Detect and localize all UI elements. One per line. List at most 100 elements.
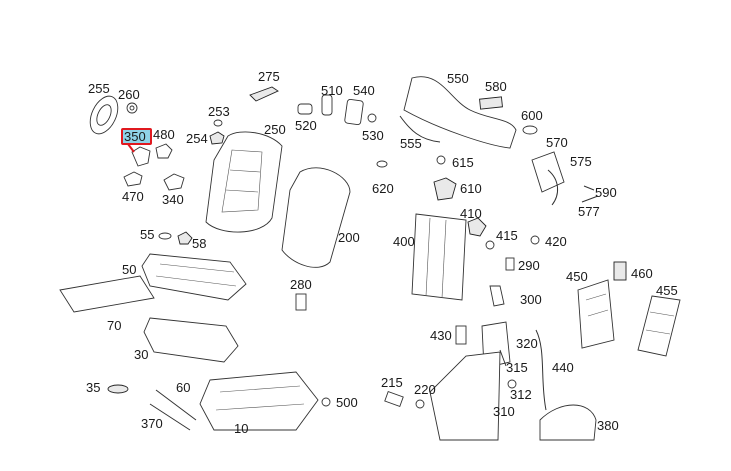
part-290-art[interactable] xyxy=(505,257,515,271)
part-350-art[interactable] xyxy=(127,143,151,167)
part-label-220[interactable]: 220 xyxy=(414,382,436,397)
part-label-590[interactable]: 590 xyxy=(595,185,617,200)
part-430-art[interactable] xyxy=(455,325,467,345)
part-300-art[interactable] xyxy=(489,285,505,307)
part-label-540[interactable]: 540 xyxy=(353,83,375,98)
part-label-350[interactable]: 350 xyxy=(124,129,146,144)
part-label-550[interactable]: 550 xyxy=(447,71,469,86)
part-label-415[interactable]: 415 xyxy=(496,228,518,243)
part-220-art[interactable] xyxy=(415,399,425,409)
part-label-30[interactable]: 30 xyxy=(134,347,148,362)
part-label-555[interactable]: 555 xyxy=(400,136,422,151)
part-label-600[interactable]: 600 xyxy=(521,108,543,123)
part-260-art[interactable] xyxy=(126,102,138,114)
part-label-460[interactable]: 460 xyxy=(631,266,653,281)
part-310-art[interactable] xyxy=(429,351,501,441)
part-577-art[interactable] xyxy=(581,195,599,203)
part-label-55[interactable]: 55 xyxy=(140,227,154,242)
part-label-510[interactable]: 510 xyxy=(321,83,343,98)
part-215-art[interactable] xyxy=(384,390,404,408)
part-380-art[interactable] xyxy=(539,404,597,441)
part-label-60[interactable]: 60 xyxy=(176,380,190,395)
part-label-570[interactable]: 570 xyxy=(546,135,568,150)
part-label-400[interactable]: 400 xyxy=(393,234,415,249)
part-label-254[interactable]: 254 xyxy=(186,131,208,146)
part-label-470[interactable]: 470 xyxy=(122,189,144,204)
part-600-art[interactable] xyxy=(522,125,538,135)
part-480-art[interactable] xyxy=(155,143,173,159)
part-620-art[interactable] xyxy=(376,160,388,168)
part-70-art[interactable] xyxy=(59,275,155,313)
part-570-art[interactable] xyxy=(531,151,565,193)
part-label-500[interactable]: 500 xyxy=(336,395,358,410)
part-label-620[interactable]: 620 xyxy=(372,181,394,196)
part-520-art[interactable] xyxy=(297,103,313,115)
part-255-art[interactable] xyxy=(85,92,124,138)
part-58-art[interactable] xyxy=(177,231,193,245)
part-label-250[interactable]: 250 xyxy=(264,122,286,137)
part-label-380[interactable]: 380 xyxy=(597,418,619,433)
part-label-260[interactable]: 260 xyxy=(118,87,140,102)
part-30-art[interactable] xyxy=(143,317,239,363)
part-340-art[interactable] xyxy=(163,173,185,191)
part-400-art[interactable] xyxy=(411,213,467,301)
part-254-art[interactable] xyxy=(209,131,225,145)
part-55-art[interactable] xyxy=(158,232,172,240)
part-540-art[interactable] xyxy=(344,98,364,126)
part-590-art[interactable] xyxy=(583,185,595,191)
part-253-art[interactable] xyxy=(213,119,223,127)
part-label-480[interactable]: 480 xyxy=(153,127,175,142)
part-label-410[interactable]: 410 xyxy=(460,206,482,221)
part-label-215[interactable]: 215 xyxy=(381,375,403,390)
part-615-art[interactable] xyxy=(436,155,446,165)
part-label-440[interactable]: 440 xyxy=(552,360,574,375)
part-415-art[interactable] xyxy=(485,240,495,250)
part-450-art[interactable] xyxy=(577,279,615,349)
part-580-art[interactable] xyxy=(479,96,503,110)
part-510-art[interactable] xyxy=(321,94,333,116)
part-label-610[interactable]: 610 xyxy=(460,181,482,196)
part-420-art[interactable] xyxy=(530,235,540,245)
part-550-art[interactable] xyxy=(403,76,517,149)
part-280-art[interactable] xyxy=(295,293,307,311)
part-label-290[interactable]: 290 xyxy=(518,258,540,273)
part-label-35[interactable]: 35 xyxy=(86,380,100,395)
part-460-art[interactable] xyxy=(613,261,627,281)
part-label-70[interactable]: 70 xyxy=(107,318,121,333)
part-label-200[interactable]: 200 xyxy=(338,230,360,245)
part-label-340[interactable]: 340 xyxy=(162,192,184,207)
part-470-art[interactable] xyxy=(123,171,143,187)
part-label-10[interactable]: 10 xyxy=(234,421,248,436)
part-312-art[interactable] xyxy=(507,379,517,389)
part-label-530[interactable]: 530 xyxy=(362,128,384,143)
part-label-615[interactable]: 615 xyxy=(452,155,474,170)
part-500-art[interactable] xyxy=(321,397,331,407)
part-label-300[interactable]: 300 xyxy=(520,292,542,307)
part-label-420[interactable]: 420 xyxy=(545,234,567,249)
part-label-320[interactable]: 320 xyxy=(516,336,538,351)
part-label-430[interactable]: 430 xyxy=(430,328,452,343)
part-label-255[interactable]: 255 xyxy=(88,81,110,96)
part-label-577[interactable]: 577 xyxy=(578,204,600,219)
part-label-275[interactable]: 275 xyxy=(258,69,280,84)
part-370-art[interactable] xyxy=(149,403,191,431)
part-label-580[interactable]: 580 xyxy=(485,79,507,94)
part-315-art[interactable] xyxy=(499,349,507,367)
part-label-312[interactable]: 312 xyxy=(510,387,532,402)
part-455-art[interactable] xyxy=(637,295,681,357)
part-label-253[interactable]: 253 xyxy=(208,104,230,119)
part-275-art[interactable] xyxy=(249,86,279,102)
part-555-art[interactable] xyxy=(399,115,441,143)
part-60-art[interactable] xyxy=(155,389,197,421)
part-label-450[interactable]: 450 xyxy=(566,269,588,284)
part-200-art[interactable] xyxy=(281,167,351,268)
part-label-280[interactable]: 280 xyxy=(290,277,312,292)
part-label-455[interactable]: 455 xyxy=(656,283,678,298)
part-250-art[interactable] xyxy=(205,131,283,233)
part-575-art[interactable] xyxy=(547,169,558,206)
part-440-art[interactable] xyxy=(535,329,547,411)
part-label-520[interactable]: 520 xyxy=(295,118,317,133)
part-label-315[interactable]: 315 xyxy=(506,360,528,375)
part-label-310[interactable]: 310 xyxy=(493,404,515,419)
part-50-art[interactable] xyxy=(141,253,247,301)
